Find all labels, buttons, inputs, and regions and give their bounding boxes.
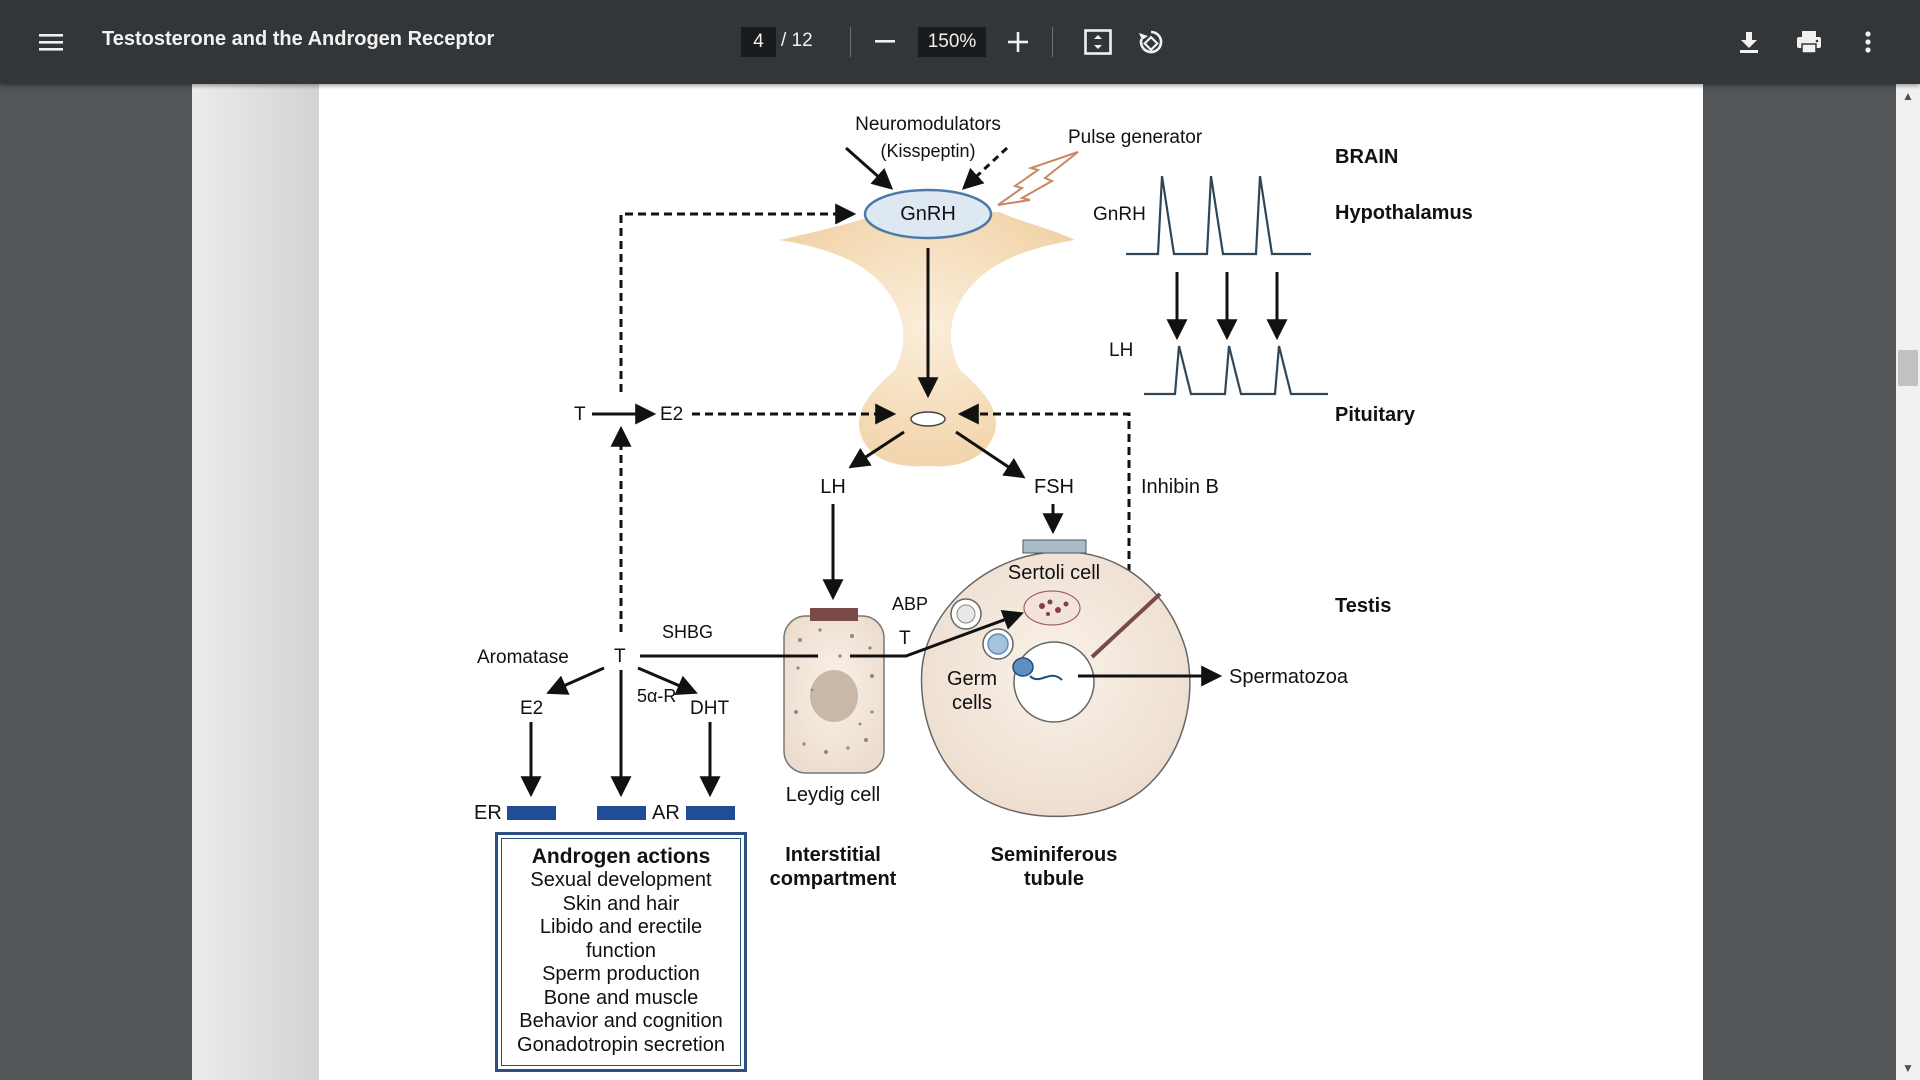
e2-aromatase-label: E2 (520, 698, 544, 719)
androgen-action-item: Bone and muscle (543, 986, 699, 1009)
androgen-actions-box: Androgen actions Sexual development Skin… (495, 832, 747, 1072)
page-number-input[interactable]: 4 (741, 27, 776, 57)
testis-label: Testis (1335, 595, 1392, 617)
document-title: Testosterone and the Androgen Receptor (102, 28, 495, 50)
print-icon[interactable] (1789, 22, 1829, 62)
seminiferous-tubule-label: Seminiferous tubule (990, 844, 1118, 890)
aromatase-label: Aromatase (477, 647, 569, 668)
gnrh-pulse-label: GnRH (1093, 204, 1146, 225)
t-sertoli-label: T (899, 628, 911, 649)
zoom-out-icon[interactable] (865, 22, 905, 62)
ar-label: AR (652, 802, 680, 824)
scroll-up-icon[interactable]: ▲ (1902, 89, 1914, 103)
t-feedback-label: T (574, 404, 586, 425)
toolbar-divider (1052, 27, 1053, 57)
androgen-action-item: Behavior and cognition (519, 1010, 723, 1032)
leydig-cell-label: Leydig cell (785, 784, 881, 806)
page-total: / 12 (781, 30, 813, 51)
dht-label: DHT (690, 698, 730, 719)
menu-icon[interactable] (31, 22, 71, 62)
toolbar-divider (850, 27, 851, 57)
pituitary-label: Pituitary (1335, 404, 1416, 426)
five-alpha-reductase-label: 5α-R (637, 686, 677, 706)
androgen-action-item: Sexual development (530, 869, 712, 891)
interstitial-compartment-label: Interstitial compartment (769, 844, 897, 890)
abp-label: ABP (892, 594, 929, 614)
androgen-action-item: Sperm production (542, 963, 700, 985)
sertoli-cell-label: Sertoli cell (1007, 562, 1101, 584)
shbg-label: SHBG (662, 622, 714, 642)
e2-feedback-label: E2 (660, 404, 684, 425)
pulse-generator-label: Pulse generator (1068, 127, 1203, 148)
er-label: ER (474, 802, 502, 824)
kisspeptin-label: (Kisspeptin) (880, 141, 976, 161)
fit-page-icon[interactable] (1078, 22, 1118, 62)
more-icon[interactable] (1848, 22, 1888, 62)
androgen-action-item: Gonadotropin secretion (517, 1033, 725, 1056)
pdf-toolbar: Testosterone and the Androgen Receptor 4… (0, 0, 1920, 84)
lh-pulse-label: LH (1109, 340, 1134, 361)
t-center-label: T (614, 646, 626, 667)
rotate-icon[interactable] (1131, 22, 1171, 62)
androgen-action-item: Skin and hair (562, 892, 680, 915)
vertical-scrollbar[interactable] (1896, 84, 1920, 1080)
androgen-action-item: Libido and erectile (539, 916, 703, 938)
germ-cells-label: Germ cells (947, 668, 997, 714)
androgen-action-item: function (585, 939, 657, 962)
pdf-page (192, 84, 1703, 1080)
page-gutter (192, 84, 319, 1080)
zoom-in-icon[interactable] (998, 22, 1038, 62)
brain-label: BRAIN (1335, 146, 1399, 168)
scroll-down-icon[interactable]: ▼ (1902, 1061, 1914, 1075)
neuromodulators-label: Neuromodulators (855, 114, 1001, 135)
download-icon[interactable] (1729, 22, 1769, 62)
hypothalamus-label: Hypothalamus (1335, 202, 1473, 224)
zoom-level-input[interactable]: 150% (918, 27, 986, 57)
lh-label: LH (820, 476, 846, 498)
androgen-actions-title: Androgen actions (531, 845, 711, 868)
gnrh-node-label: GnRH (900, 203, 956, 225)
inhibin-b-label: Inhibin B (1141, 476, 1219, 498)
scrollbar-thumb[interactable] (1898, 350, 1918, 386)
spermatozoa-label: Spermatozoa (1229, 666, 1348, 688)
fsh-label: FSH (1034, 476, 1074, 498)
